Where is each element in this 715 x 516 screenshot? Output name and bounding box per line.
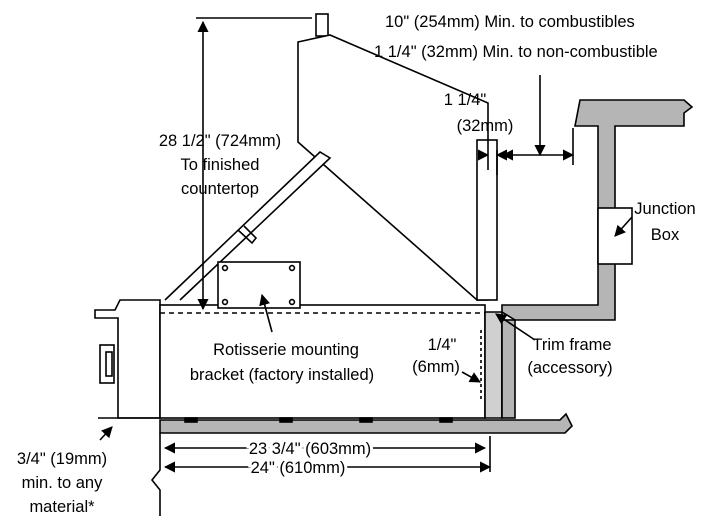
gap-side-label-1: 1/4" — [428, 336, 457, 354]
bracket-leader — [259, 293, 273, 333]
hinge-tab — [237, 225, 258, 245]
bracket-label-1: Rotisserie mounting — [213, 341, 359, 359]
below-label-2: min. to any — [22, 474, 103, 492]
bracket-hole — [221, 298, 229, 306]
trim-leader — [495, 313, 536, 341]
height-label-1: 28 1/2" (724mm) — [159, 132, 281, 150]
bracket-hole — [288, 264, 296, 272]
appliance-body — [159, 304, 486, 419]
height-label-2: To finished — [181, 156, 260, 174]
mounting-bracket — [217, 261, 301, 309]
junction-label-1: Junction — [634, 200, 695, 218]
junction-label-2: Box — [651, 226, 680, 244]
wall-panel — [501, 99, 694, 321]
side-gap-leader — [461, 371, 481, 383]
clearance-label-line1: 10" (254mm) Min. to combustibles — [385, 13, 635, 31]
junction-leader — [614, 216, 633, 237]
foot — [359, 417, 373, 423]
below-label-3: material* — [29, 498, 95, 516]
trim-frame — [484, 311, 503, 419]
foot — [439, 417, 453, 423]
wall-lower-post — [501, 319, 516, 419]
gap-side-label-2: (6mm) — [412, 358, 460, 376]
foot — [184, 417, 198, 423]
height-label-3: countertop — [181, 180, 259, 198]
trim-label-2: (accessory) — [527, 359, 612, 377]
bracket-hole — [288, 298, 296, 306]
control-knob-inner — [105, 351, 113, 377]
glass-door-panel — [476, 139, 498, 301]
junction-box — [597, 207, 633, 265]
depth-inner-label: 23 3/4" (603mm) — [249, 440, 371, 458]
bracket-hole — [221, 264, 229, 272]
bracket-label-2: bracket (factory installed) — [190, 366, 374, 384]
below-label-1: 3/4" (19mm) — [17, 450, 107, 468]
top-knob — [315, 13, 329, 37]
rotisserie-hood — [297, 34, 489, 301]
depth-outer-label: 24" (610mm) — [251, 459, 346, 477]
clearance-label-line2: 1 1/4" (32mm) Min. to non-combustible — [374, 43, 658, 61]
gap-top-label-1: 1 1/4" — [444, 91, 487, 109]
cabinet-break-line — [150, 433, 161, 516]
foot — [279, 417, 293, 423]
trim-label-1: Trim frame — [532, 336, 611, 354]
below-leader — [99, 426, 113, 441]
gap-top-label-2: (32mm) — [457, 117, 514, 135]
